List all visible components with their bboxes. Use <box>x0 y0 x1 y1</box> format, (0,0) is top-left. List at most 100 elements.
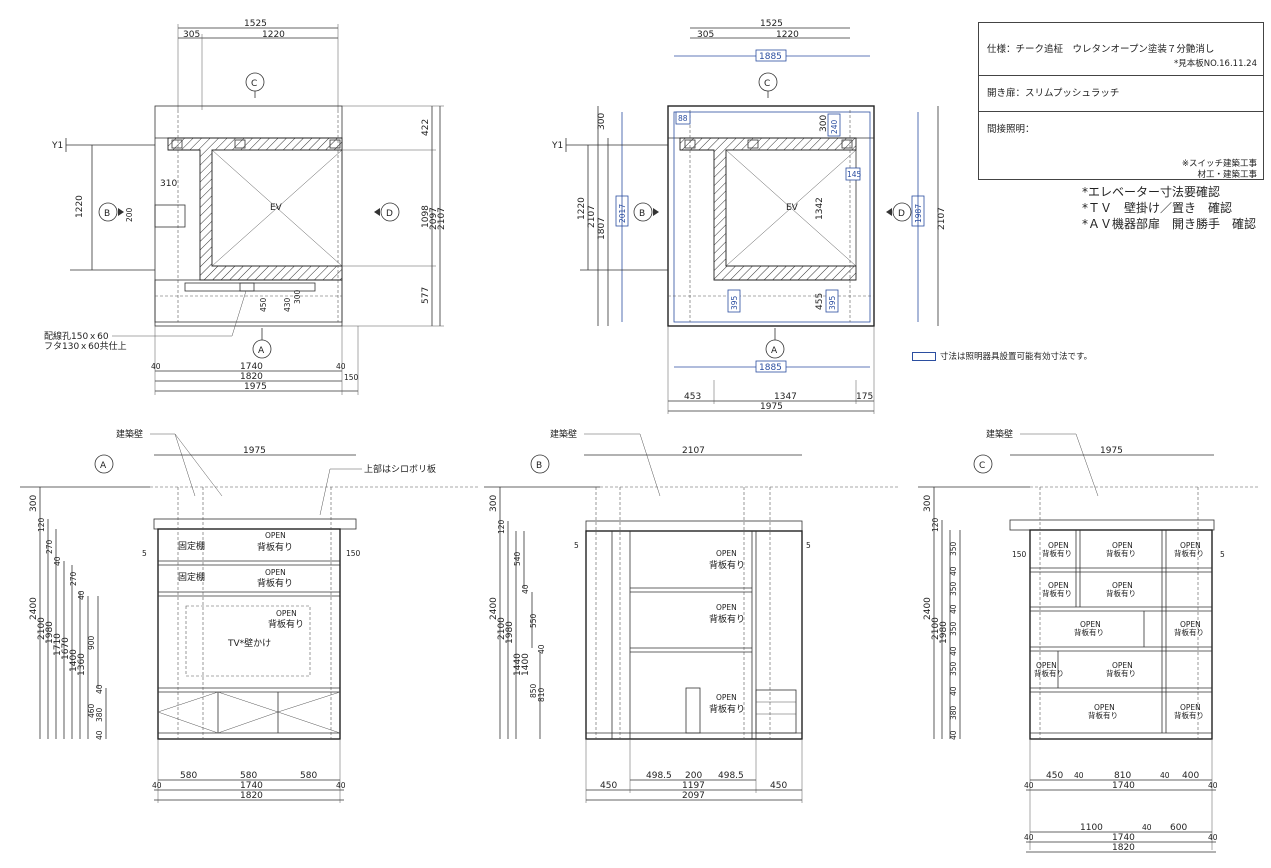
elevC-b2-40b: 40 <box>1024 833 1034 842</box>
elevC-open-1: OPEN <box>1048 541 1069 550</box>
elevA-l-1360: 1360 <box>77 653 87 676</box>
plan1-dim-1740: 1740 <box>240 362 263 372</box>
elevC-v-40b: 40 <box>949 604 958 614</box>
elevA-b-1740: 1740 <box>240 781 263 791</box>
plan2-dim-2107-right: 2107 <box>937 207 947 230</box>
confirm-note-av: *ＡＶ機器部扉 開き勝手 確認 <box>1082 217 1257 231</box>
elevC-open-8: OPEN <box>1036 661 1057 670</box>
plan1-dim-150: 150 <box>344 373 359 382</box>
plan1-dim-1220v: 1220 <box>75 195 85 218</box>
plan2-y1: Y1 <box>551 141 563 151</box>
elevB-b-1197: 1197 <box>682 781 705 791</box>
elevA-tv-label: TV*壁かけ <box>227 637 271 649</box>
elevC-v-350b: 350 <box>949 581 958 596</box>
plan2-blue-88: 88 <box>678 114 688 123</box>
elevA-v-460: 460 <box>87 703 96 718</box>
elevC-side-150: 150 <box>1012 550 1027 559</box>
elevC-b1-40b: 40 <box>1160 771 1170 780</box>
plan1-ev: EV <box>270 203 283 213</box>
elevA-v-40d: 40 <box>95 730 104 740</box>
elevC-open-9: OPEN <box>1112 661 1133 670</box>
elevA-l-2100: 2100 <box>37 617 47 640</box>
elevA-b-40a: 40 <box>152 781 162 790</box>
plan1-y1: Y1 <box>51 141 63 151</box>
plan2-dim-300b: 300 <box>819 115 829 132</box>
plan1-dim-305: 305 <box>183 30 200 40</box>
plan2-blue-145: 145 <box>847 170 862 179</box>
plan2-blue-1885-top: 1885 <box>759 52 782 62</box>
elevB-v-550: 550 <box>529 613 538 628</box>
elevA-l-1670: 1670 <box>61 637 71 660</box>
confirm-notes: *エレベーター寸法要確認 *ＴＶ 壁掛け／置き 確認 *ＡＶ機器部扉 開き勝手 … <box>1082 184 1256 232</box>
elevB-v-40b: 40 <box>537 644 546 654</box>
marker-b-plan2: B <box>639 209 645 219</box>
elevA-back-1: 背板有り <box>257 541 293 553</box>
elevA-v-380: 380 <box>95 707 104 722</box>
elevB-dim-2107: 2107 <box>682 446 705 456</box>
marker-c-elev: C <box>979 461 985 471</box>
elevB-b-450a: 450 <box>600 781 617 791</box>
spec-lighting: 間接照明： <box>987 124 1035 135</box>
elevC-b2-40c: 40 <box>1208 833 1218 842</box>
elevB-b-200: 200 <box>685 771 702 781</box>
elevC-open-3: OPEN <box>1180 541 1201 550</box>
elevC-back-5: 背板有り <box>1106 588 1136 598</box>
plan1-dim-300: 300 <box>293 289 302 304</box>
elevB-open-3: OPEN <box>716 693 737 702</box>
elevC-open-6: OPEN <box>1080 620 1101 629</box>
elevB-v-540: 540 <box>513 551 522 566</box>
plan1-dim-1975: 1975 <box>244 382 267 392</box>
elevA-top-note: 上部はシロボリ板 <box>364 463 436 475</box>
plan1-dim-2097: 2097 <box>429 207 439 230</box>
confirm-note-elevator: *エレベーター寸法要確認 <box>1082 185 1221 199</box>
elevC-back-1: 背板有り <box>1042 548 1072 558</box>
elevC-b2-600: 600 <box>1170 823 1187 833</box>
elevC-back-3: 背板有り <box>1174 548 1204 558</box>
elevA-side-5: 5 <box>142 549 147 558</box>
elevC-back-11: 背板有り <box>1174 710 1204 720</box>
plan2-blue-240: 240 <box>830 119 839 134</box>
elevB-back-3: 背板有り <box>709 703 745 715</box>
elevC-l-2400: 2400 <box>923 597 933 620</box>
plan1-dim-2107: 2107 <box>437 207 447 230</box>
elevB-v-120: 120 <box>497 519 506 534</box>
elevC-b1-400: 400 <box>1182 771 1199 781</box>
plan2-dim-1975: 1975 <box>760 402 783 412</box>
elevA-v-40a: 40 <box>53 556 62 566</box>
elevC-b1-1740: 1740 <box>1112 781 1135 791</box>
spec-box: 仕様：チーク追柾 ウレタンオープン塗装７分艶消し *見本板NO.16.11.24… <box>978 22 1264 180</box>
elevC-wall-label: 建築壁 <box>986 428 1013 440</box>
elevC-l-2100: 2100 <box>931 617 941 640</box>
plan-view-1: 1525 305 1220 C EV 310 200 <box>44 19 447 395</box>
plan2-dim-1807: 1807 <box>597 217 607 240</box>
elevC-open-2: OPEN <box>1112 541 1133 550</box>
plan1-dim-200: 200 <box>125 207 134 222</box>
elevation-a: A 建築壁 1975 上部はシロボリ板 固定棚 <box>20 428 480 803</box>
elevA-b-40b: 40 <box>336 781 346 790</box>
elevB-back-1: 背板有り <box>709 559 745 571</box>
spec-sample: *見本板NO.16.11.24 <box>1173 59 1257 69</box>
spec-door: 開き扉：スリムプッシュラッチ <box>987 88 1120 99</box>
elevA-v-40c: 40 <box>95 684 104 694</box>
spec-note-switch: ※スイッチ建築工事 <box>1181 159 1257 169</box>
elevB-back-2: 背板有り <box>709 613 745 625</box>
plan1-dim-1220: 1220 <box>262 30 285 40</box>
elevB-l-1440: 1440 <box>513 653 523 676</box>
elevA-fixed-shelf-2: 固定棚 <box>178 571 205 583</box>
elevC-l-1980a: 1980 <box>939 621 949 644</box>
elevation-c: C 建築壁 1975 OPEN 背板有り OPEN 背板有り OPEN 背板有り <box>918 428 1258 853</box>
elevC-b2-1740: 1740 <box>1112 833 1135 843</box>
plan2-blue-1987: 1987 <box>914 204 923 223</box>
legend-note: 寸法は照明器具設置可能有効寸法です。 <box>912 350 1092 362</box>
elevC-back-4: 背板有り <box>1042 588 1072 598</box>
plan2-dim-175: 175 <box>856 392 873 402</box>
plan2-blue-395b: 395 <box>828 295 837 310</box>
marker-b-plan1: B <box>104 209 110 219</box>
blue-box-swatch <box>912 351 936 361</box>
confirm-note-tv: *ＴＶ 壁掛け／置き 確認 <box>1082 201 1233 215</box>
elevB-b-2097: 2097 <box>682 791 705 801</box>
plan1-wiring-1: 配線孔150ｘ60 <box>44 330 109 342</box>
elevA-open-3: OPEN <box>276 609 297 618</box>
legend-note-text: 寸法は照明器具設置可能有効寸法です。 <box>940 352 1093 362</box>
